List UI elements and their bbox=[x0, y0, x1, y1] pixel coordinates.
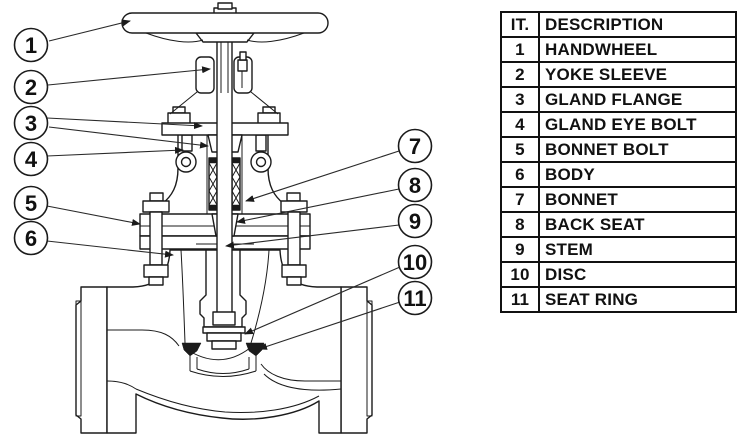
item-description: YOKE SLEEVE bbox=[538, 61, 737, 88]
callout-label: 7 bbox=[409, 134, 421, 159]
callout-label: 11 bbox=[403, 286, 426, 311]
item-description: SEAT RING bbox=[538, 286, 737, 313]
item-number: 10 bbox=[500, 261, 540, 288]
callout-3: 3 bbox=[13, 105, 49, 141]
item-description: GLAND EYE BOLT bbox=[538, 111, 737, 138]
stem bbox=[212, 41, 236, 326]
yoke-sleeve bbox=[169, 51, 279, 115]
item-description: STEM bbox=[538, 236, 737, 263]
parts-table-header-row: IT. DESCRIPTION bbox=[500, 11, 737, 38]
item-number: 6 bbox=[500, 161, 540, 188]
item-description: BODY bbox=[538, 161, 737, 188]
callout-1: 1 bbox=[13, 27, 49, 63]
item-number: 9 bbox=[500, 236, 540, 263]
callout-11: 11 bbox=[397, 280, 433, 316]
callout-label: 1 bbox=[25, 33, 37, 58]
valve-diagram: 1 2 3 4 5 6 7 8 bbox=[13, 2, 433, 434]
item-description: BONNET BOLT bbox=[538, 136, 737, 163]
callout-label: 8 bbox=[409, 173, 421, 198]
callout-7: 7 bbox=[397, 128, 433, 164]
item-description: HANDWHEEL bbox=[538, 36, 737, 63]
item-number: 1 bbox=[500, 36, 540, 63]
item-description: BONNET bbox=[538, 186, 737, 213]
item-description: BACK SEAT bbox=[538, 211, 737, 238]
callout-label: 3 bbox=[25, 111, 37, 136]
item-number: 8 bbox=[500, 211, 540, 238]
bonnet-bolt-right bbox=[280, 192, 308, 286]
leader-lines bbox=[46, 19, 401, 350]
item-description: DISC bbox=[538, 261, 737, 288]
item-number: 2 bbox=[500, 61, 540, 88]
callout-label: 5 bbox=[25, 191, 37, 216]
header-item: IT. bbox=[500, 11, 540, 38]
item-number: 7 bbox=[500, 186, 540, 213]
callout-label: 4 bbox=[25, 147, 38, 172]
callout-8: 8 bbox=[397, 167, 433, 203]
bonnet-bolt-left bbox=[142, 192, 170, 286]
item-number: 11 bbox=[500, 286, 540, 313]
callout-label: 9 bbox=[409, 209, 421, 234]
callout-label: 10 bbox=[403, 250, 427, 275]
handwheel bbox=[121, 2, 329, 43]
item-description: GLAND FLANGE bbox=[538, 86, 737, 113]
header-description: DESCRIPTION bbox=[538, 11, 737, 38]
callout-label: 2 bbox=[25, 75, 37, 100]
stem-packing bbox=[208, 157, 241, 211]
callout-2: 2 bbox=[13, 69, 49, 105]
item-number: 5 bbox=[500, 136, 540, 163]
callout-4: 4 bbox=[13, 141, 49, 177]
item-number: 4 bbox=[500, 111, 540, 138]
callout-6: 6 bbox=[13, 220, 49, 256]
gland-eye-bolt-right bbox=[250, 106, 281, 173]
callout-9: 9 bbox=[397, 203, 433, 239]
gland-eye-bolt-left bbox=[167, 106, 197, 173]
callout-10: 10 bbox=[397, 244, 433, 280]
item-number: 3 bbox=[500, 86, 540, 113]
callout-5: 5 bbox=[13, 185, 49, 221]
callout-label: 6 bbox=[25, 226, 37, 251]
